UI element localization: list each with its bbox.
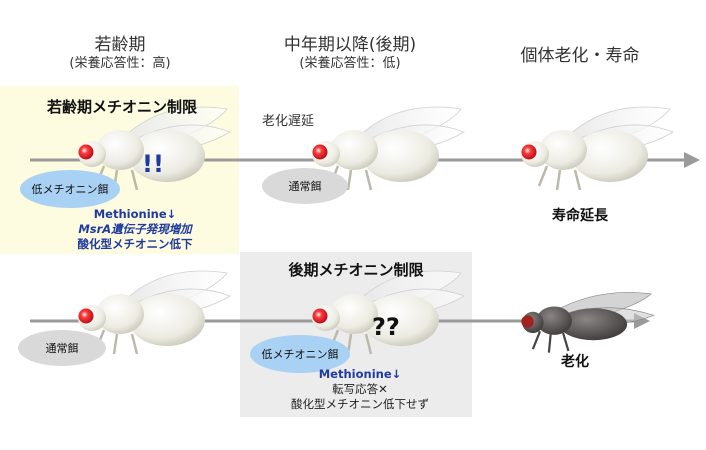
effect-methionine-row1: Methionine↓ [93,207,177,221]
effect-oxidized-row1: 酸化型メチオニン低下 [77,237,193,251]
exclamation-marks: !! [142,150,164,178]
fly-aged-row2 [520,291,655,354]
effect-methionine-row2: Methionine↓ [318,367,402,381]
effect-msra-row1: MsrA遺伝子発現増加 [78,222,192,236]
food-oval-low-met-row1: 低メチオニン餌 [20,170,120,208]
food-oval-low-met-row2: 低メチオニン餌 [250,335,350,373]
fly-end-row1 [519,105,675,192]
food-label-normal-row1: 通常餌 [288,180,322,193]
outcome-lifespan-extension: 寿命延長 [552,208,608,224]
effect-oxidized-row2: 酸化型メチオニン低下せず [291,397,429,411]
effect-transcription-row2: 転写応答✕ [332,382,388,396]
food-label-low-met-row1: 低メチオニン餌 [31,183,109,196]
late-restriction-title: 後期メチオニン制限 [288,261,424,279]
arrow-head-row1 [684,152,700,168]
outcome-aging: 老化 [561,354,589,370]
column-title-end: 個体老化・寿命 [520,46,640,66]
column-subtitle-middle: (栄養応答性：低) [299,56,401,71]
food-oval-normal-row2: 通常餌 [18,330,106,366]
column-subtitle-young: (栄養応答性：高) [69,56,171,71]
food-label-normal-row2: 通常餌 [45,342,79,355]
column-title-young: 若齢期 [94,35,146,55]
question-marks: ?? [372,313,400,341]
column-title-middle: 中年期以降(後期) [283,35,417,55]
food-label-low-met-row2: 低メチオニン餌 [261,348,339,361]
food-oval-normal-row1: 通常餌 [262,168,348,204]
aging-delay-label: 老化遅延 [262,114,315,129]
young-restriction-title: 若齢期メチオニン制限 [46,98,197,116]
